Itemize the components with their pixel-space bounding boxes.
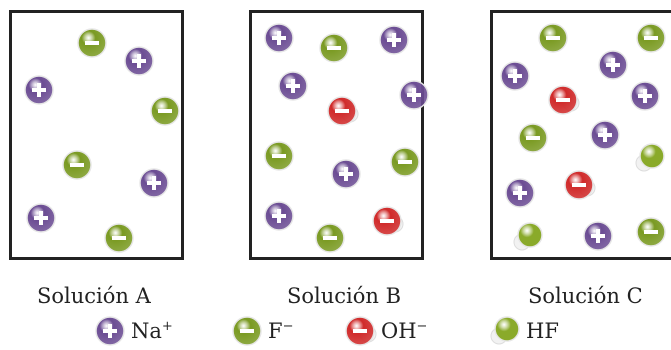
solution-b-caption: Solución B xyxy=(287,284,402,308)
na-ion-icon xyxy=(95,316,125,346)
legend-label-na: Na xyxy=(131,319,162,343)
na-ion-icon xyxy=(630,81,660,111)
legend-item-hf: HF xyxy=(490,316,559,346)
na-ion-icon xyxy=(26,203,56,233)
solution-b-panel xyxy=(249,10,429,260)
na-ion-icon xyxy=(583,221,613,251)
f-ion-icon xyxy=(150,96,180,126)
na-ion-icon xyxy=(331,159,361,189)
legend-charge-oh: − xyxy=(416,319,428,334)
na-ion-icon xyxy=(124,46,154,76)
na-ion-icon xyxy=(505,178,535,208)
oh-ion-icon xyxy=(548,85,580,115)
f-ion-icon xyxy=(232,316,262,346)
oh-ion-icon xyxy=(345,316,377,346)
legend-label-f: F xyxy=(268,319,283,343)
na-ion-icon xyxy=(500,61,530,91)
oh-ion-icon xyxy=(327,96,359,126)
f-ion-icon xyxy=(636,217,666,247)
na-ion-icon xyxy=(598,50,628,80)
legend-label-oh: OH xyxy=(381,319,417,343)
na-ion-icon xyxy=(24,75,54,105)
na-ion-icon xyxy=(139,168,169,198)
legend-item-f: F− xyxy=(232,316,294,346)
f-ion-icon xyxy=(390,147,420,177)
hf-molecule-icon xyxy=(490,316,520,346)
legend-item-na: Na+ xyxy=(95,316,173,346)
hf-molecule-icon xyxy=(513,222,543,252)
legend-item-oh: OH− xyxy=(345,316,428,346)
f-ion-icon xyxy=(315,223,345,253)
oh-ion-icon xyxy=(372,206,404,236)
na-ion-icon xyxy=(399,80,429,110)
f-ion-icon xyxy=(104,223,134,253)
hf-molecule-icon xyxy=(635,143,665,173)
na-ion-icon xyxy=(278,71,308,101)
solution-a-caption: Solución A xyxy=(37,284,151,308)
na-ion-icon xyxy=(264,201,294,231)
f-ion-icon xyxy=(518,123,548,153)
solution-c-caption: Solución C xyxy=(528,284,643,308)
na-ion-icon xyxy=(379,25,409,55)
legend-charge-f: − xyxy=(282,319,294,334)
solution-c-panel xyxy=(490,10,671,260)
f-ion-icon xyxy=(636,23,666,53)
solution-a-panel xyxy=(9,10,184,260)
f-ion-icon xyxy=(264,141,294,171)
f-ion-icon xyxy=(319,33,349,63)
f-ion-icon xyxy=(538,23,568,53)
f-ion-icon xyxy=(62,150,92,180)
na-ion-icon xyxy=(590,120,620,150)
na-ion-icon xyxy=(264,23,294,53)
legend-charge-na: + xyxy=(161,319,173,334)
oh-ion-icon xyxy=(564,170,596,200)
f-ion-icon xyxy=(77,28,107,58)
legend-label-hf: HF xyxy=(526,319,559,343)
